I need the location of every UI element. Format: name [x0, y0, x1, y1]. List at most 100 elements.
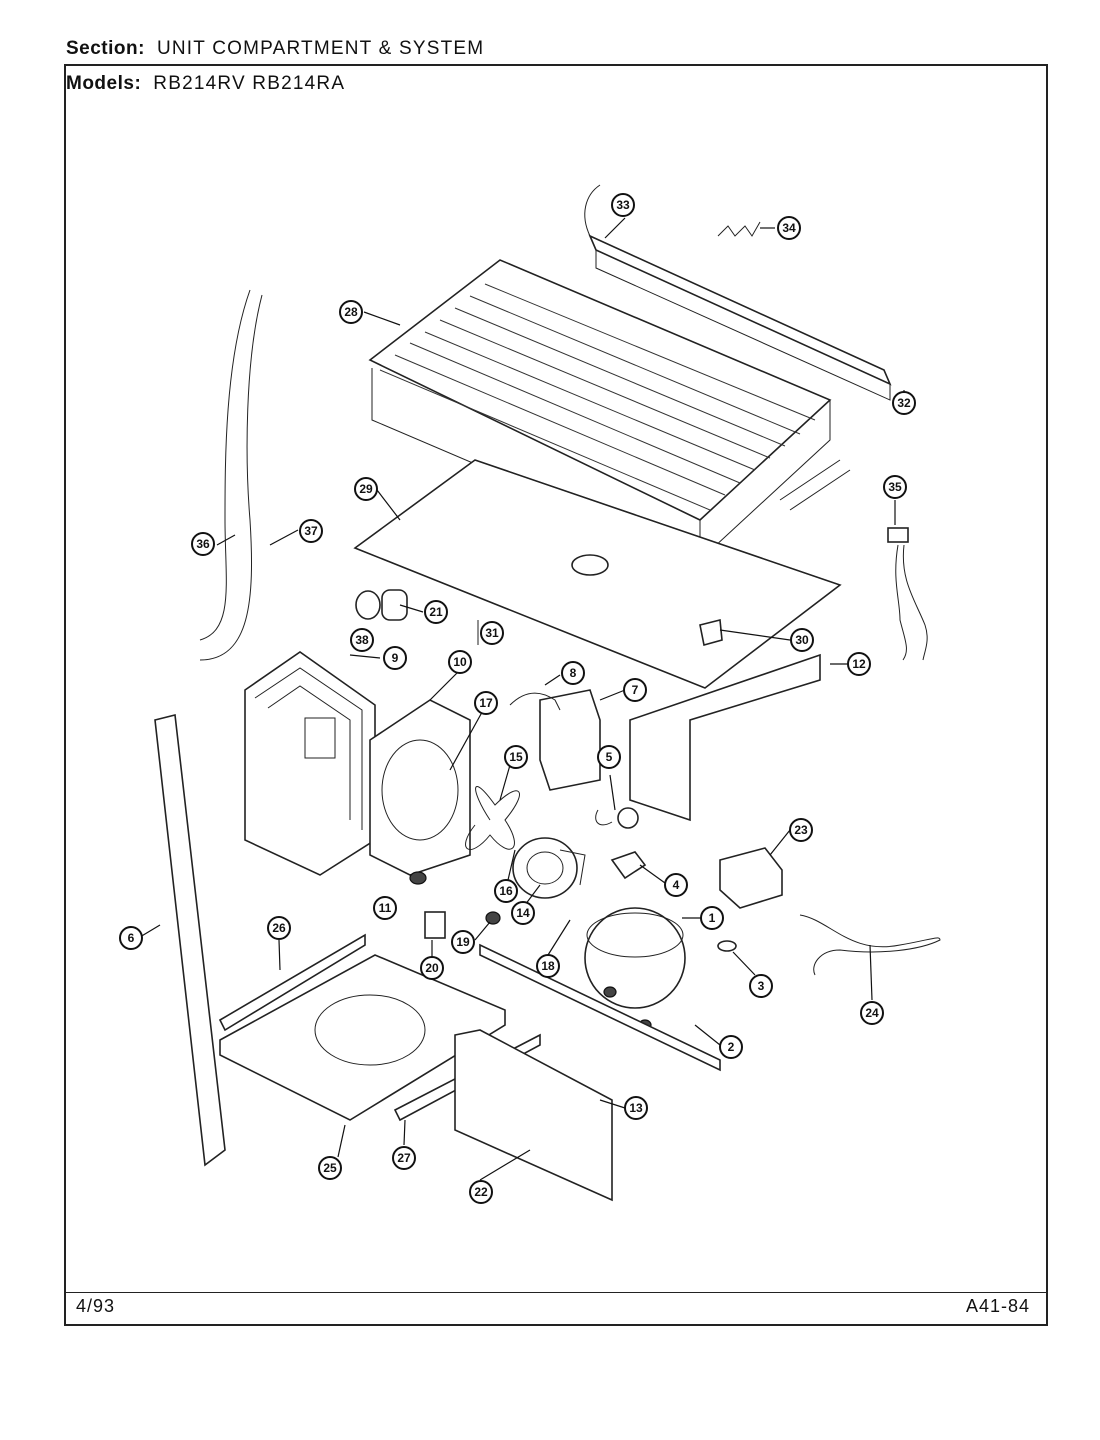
callout-21: 21 [424, 600, 448, 624]
callout-12: 12 [847, 652, 871, 676]
callout-6-left: 6 [119, 926, 143, 950]
callout-4: 4 [664, 873, 688, 897]
callout-9-label: 9 [392, 651, 399, 665]
grommet-3 [717, 940, 737, 952]
callout-10-label: 10 [453, 655, 467, 669]
callout-36: 36 [191, 532, 215, 556]
back-cover [454, 1029, 613, 1202]
callout-22-label: 22 [474, 1185, 488, 1199]
callout-30-label: 30 [795, 633, 809, 647]
base-pan [219, 954, 506, 1121]
callout-37-label: 37 [304, 524, 318, 538]
callout-3: 3 [749, 974, 773, 998]
models-value: RB214RV RB214RA [153, 73, 346, 94]
callout-8: 8 [561, 661, 585, 685]
callout-17: 17 [474, 691, 498, 715]
callout-38: 38 [350, 628, 374, 652]
callout-33-label: 33 [616, 198, 630, 212]
callout-31-label: 31 [485, 626, 499, 640]
drip-rail [584, 184, 892, 401]
callout-24-label: 24 [865, 1006, 879, 1020]
callout-18: 18 [536, 954, 560, 978]
side-panel [154, 714, 226, 1167]
callout-11-label: 11 [379, 901, 392, 915]
section-heading: Section: UNIT COMPARTMENT & SYSTEM [66, 38, 484, 60]
callout-6-left-label: 6 [128, 931, 135, 945]
callout-16: 16 [494, 879, 518, 903]
fan-bracket [369, 699, 471, 876]
callout-13: 13 [624, 1096, 648, 1120]
callout-18-label: 18 [541, 959, 555, 973]
base-rail-26 [218, 933, 366, 1032]
models-label: Models: [66, 73, 142, 94]
callout-23: 23 [789, 818, 813, 842]
callout-2: 2 [719, 1035, 743, 1059]
callout-1: 1 [700, 906, 724, 930]
condenser-plate [353, 459, 842, 689]
callout-19-label: 19 [456, 935, 470, 949]
grommet-19 [485, 911, 501, 925]
callout-27: 27 [392, 1146, 416, 1170]
base-rail-18 [479, 943, 721, 1072]
callout-12-label: 12 [852, 657, 866, 671]
fan-motor [512, 837, 586, 899]
footer-page-code: A41-84 [965, 1296, 1030, 1316]
clamp-38 [355, 590, 381, 620]
callout-5: 5 [597, 745, 621, 769]
clip-part [717, 221, 761, 237]
clip-30 [699, 618, 723, 647]
compressor [584, 907, 686, 1031]
callout-15-label: 15 [509, 750, 523, 764]
callout-32-label: 32 [897, 396, 911, 410]
callout-8-label: 8 [570, 666, 577, 680]
callout-7-label: 7 [632, 683, 639, 697]
relay [539, 689, 601, 791]
footer-date: 4/93 [76, 1296, 116, 1316]
callout-37: 37 [299, 519, 323, 543]
callout-26: 26 [267, 916, 291, 940]
capacitor-20 [424, 911, 446, 939]
callout-29: 29 [354, 477, 378, 501]
callout-10: 10 [448, 650, 472, 674]
fan-blade [465, 786, 520, 850]
section-label: Section: [66, 38, 145, 59]
callout-31: 31 [480, 621, 504, 645]
callout-5-label: 5 [606, 750, 613, 764]
callout-35: 35 [883, 475, 907, 499]
callout-35-label: 35 [888, 480, 902, 494]
callout-28: 28 [339, 300, 363, 324]
callout-33: 33 [611, 193, 635, 217]
callout-24: 24 [860, 1001, 884, 1025]
harness-8 [509, 692, 561, 711]
callout-34: 34 [777, 216, 801, 240]
defrost-timer [719, 847, 783, 909]
callout-1-label: 1 [709, 911, 716, 925]
relay-cover [610, 851, 647, 880]
harness-cord [887, 527, 928, 661]
leader-lines [139, 217, 905, 1181]
callout-14-label: 14 [516, 906, 530, 920]
power-cord [799, 914, 941, 976]
callout-14: 14 [511, 901, 535, 925]
callout-29-label: 29 [359, 482, 373, 496]
callout-15: 15 [504, 745, 528, 769]
bracket-21 [381, 589, 408, 621]
models-heading: Models: RB214RV RB214RA [66, 73, 345, 95]
callout-25: 25 [318, 1156, 342, 1180]
callout-25-label: 25 [323, 1161, 337, 1175]
drain-tubes [199, 289, 263, 661]
callout-11: 11 [373, 896, 397, 920]
callout-22: 22 [469, 1180, 493, 1204]
callout-9: 9 [383, 646, 407, 670]
diagram-frame [64, 64, 1048, 1326]
section-value: UNIT COMPARTMENT & SYSTEM [156, 38, 485, 59]
callout-19: 19 [451, 930, 475, 954]
callout-30: 30 [790, 628, 814, 652]
callout-4-label: 4 [673, 878, 680, 892]
overload [595, 807, 639, 829]
callout-32: 32 [892, 391, 916, 415]
callout-28-label: 28 [344, 305, 358, 319]
callout-16-label: 16 [499, 884, 513, 898]
callout-7: 7 [623, 678, 647, 702]
